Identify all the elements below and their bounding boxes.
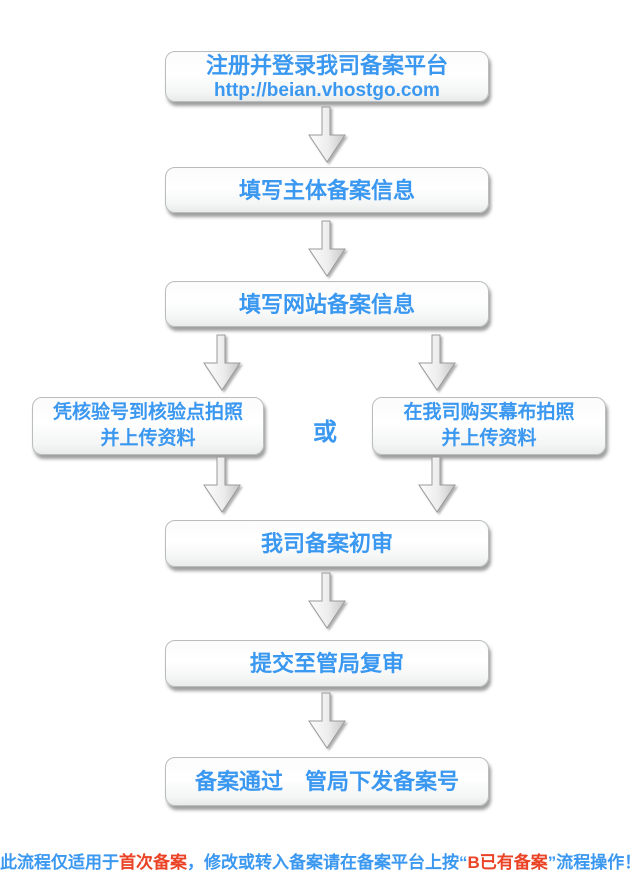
step-register-box: 注册并登录我司备案平台 http://beian.vhostgo.com xyxy=(165,51,489,102)
branch-verify-point-line2: 并上传资料 xyxy=(100,428,196,449)
footer-seg-3: ，修改或转入备案请在备案平台上按“ xyxy=(187,853,468,872)
down-arrow-icon xyxy=(203,334,241,391)
branch-buy-curtain-line2: 并上传资料 xyxy=(441,428,537,449)
step-initial-review-box: 我司备案初审 xyxy=(165,520,489,567)
down-arrow-icon xyxy=(418,456,456,513)
down-arrow-icon xyxy=(308,572,346,629)
step-subject-info-box: 填写主体备案信息 xyxy=(165,167,489,213)
branch-verify-point-line1: 凭核验号到核验点拍照 xyxy=(52,402,243,423)
footer-note: 此流程仅适用于首次备案，修改或转入备案请在备案平台上按“B已有备案”流程操作！ xyxy=(0,851,640,875)
step-approved-title: 备案通过 管局下发备案号 xyxy=(194,769,459,794)
step-site-info-box: 填写网站备案信息 xyxy=(165,281,489,327)
step-site-info-title: 填写网站备案信息 xyxy=(238,291,415,317)
down-arrow-icon xyxy=(308,106,346,163)
down-arrow-icon xyxy=(418,334,456,391)
down-arrow-icon xyxy=(308,692,346,749)
down-arrow-icon xyxy=(308,220,346,277)
footer-seg-first-time: 首次备案 xyxy=(119,853,187,872)
step-register-url: http://beian.vhostgo.com xyxy=(214,79,440,101)
footer-seg-1: 此流程仅适用于 xyxy=(0,853,119,872)
step-bureau-review-title: 提交至管局复审 xyxy=(249,651,404,676)
footer-seg-existing: B已有备案 xyxy=(467,853,548,872)
branch-buy-curtain-line1: 在我司购买幕布拍照 xyxy=(403,402,575,423)
down-arrow-icon xyxy=(203,456,241,513)
step-subject-info-title: 填写主体备案信息 xyxy=(238,177,415,203)
step-initial-review-title: 我司备案初审 xyxy=(260,531,393,556)
branch-verify-point-box: 凭核验号到核验点拍照 并上传资料 xyxy=(32,397,264,455)
step-bureau-review-box: 提交至管局复审 xyxy=(165,640,489,687)
step-approved-box: 备案通过 管局下发备案号 xyxy=(165,757,489,806)
footer-seg-5: ”流程操作！ xyxy=(547,853,640,872)
step-register-title: 注册并登录我司备案平台 xyxy=(205,52,448,78)
branch-buy-curtain-box: 在我司购买幕布拍照 并上传资料 xyxy=(372,397,606,455)
or-label: 或 xyxy=(313,419,337,446)
